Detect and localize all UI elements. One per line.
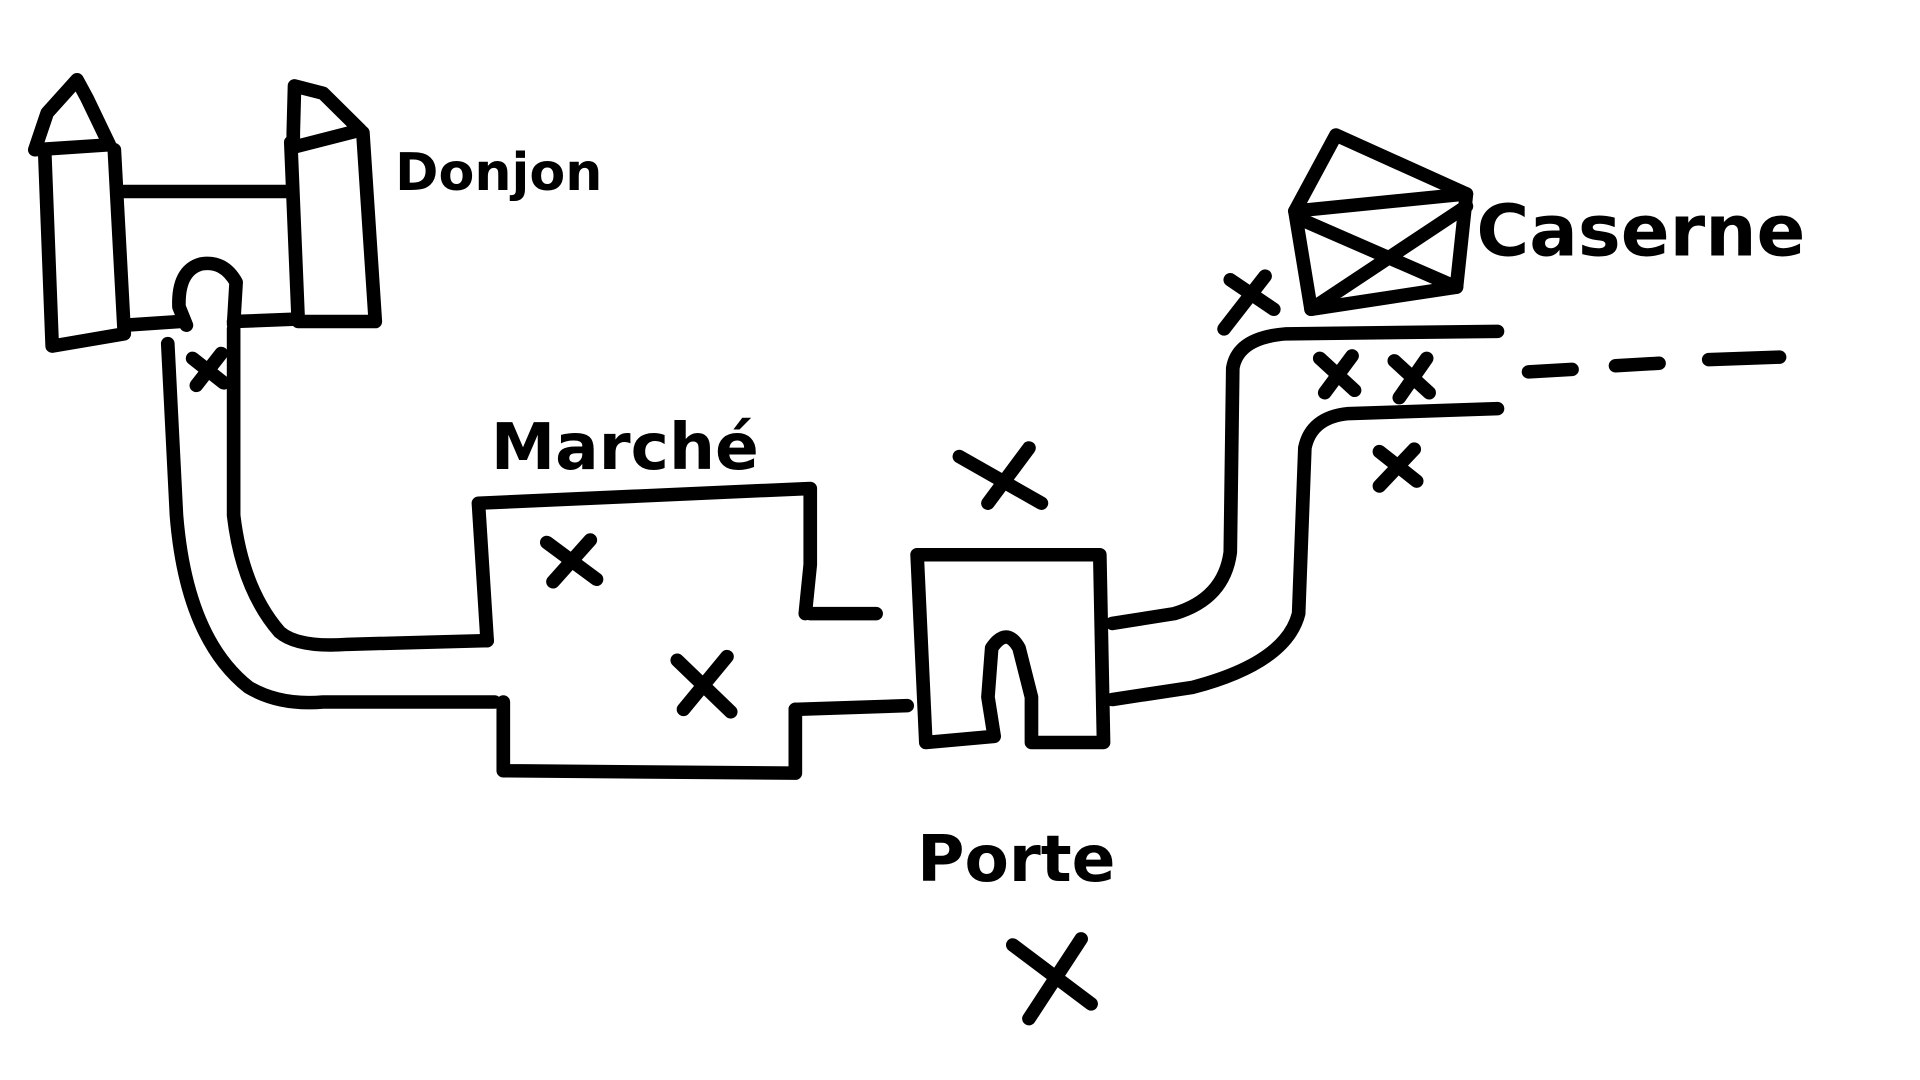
marker-x-road-2 <box>1387 351 1436 405</box>
marker-x-above-porte <box>952 441 1049 510</box>
donjon-label: Donjon <box>395 144 602 204</box>
marker-x-road-1 <box>1312 349 1362 400</box>
road-marche-porte <box>788 606 915 717</box>
porte-label: Porte <box>917 823 1115 898</box>
dashed-road-east <box>1521 350 1787 379</box>
marker-x-marche-bottom <box>670 649 738 719</box>
marker-x-marche-top <box>539 533 604 589</box>
donjon-castle-icon <box>27 73 383 353</box>
marker-x-below-porte <box>1005 932 1098 1026</box>
marker-x-donjon-road <box>185 346 231 393</box>
marker-x-caserne-left <box>1217 269 1281 336</box>
road-donjon-marche <box>160 256 502 710</box>
road-porte-caserne <box>1105 324 1505 707</box>
porte-gate-icon <box>910 547 1111 750</box>
caserne-building-icon <box>1288 128 1474 317</box>
caserne-label: Caserne <box>1476 190 1805 272</box>
marker-x-road-3 <box>1372 442 1424 493</box>
marche-label: Marché <box>491 410 759 485</box>
marche-building-icon <box>471 481 818 780</box>
